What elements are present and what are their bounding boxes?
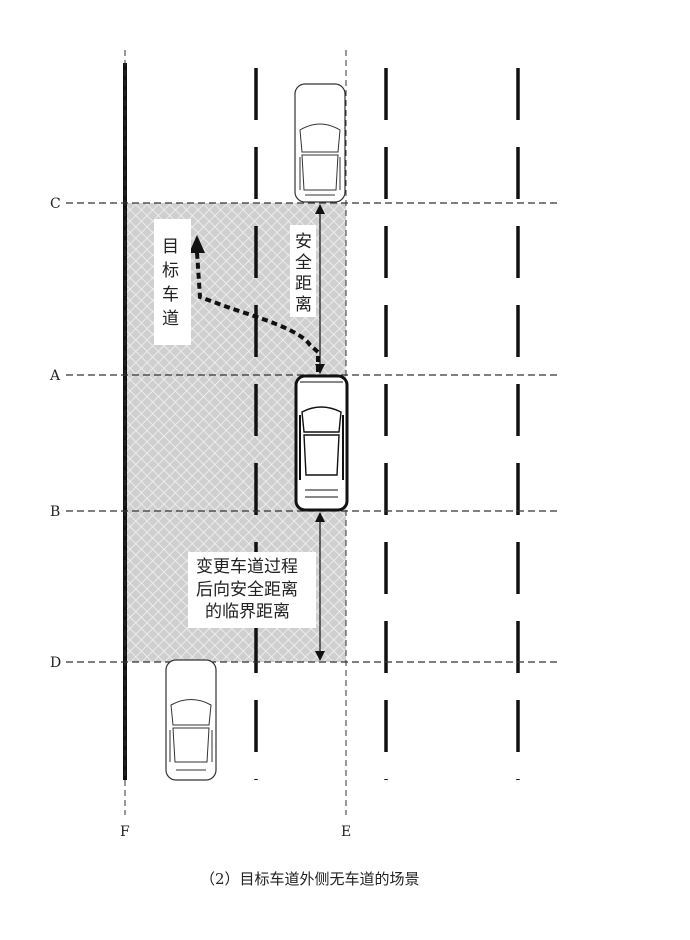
label-c: C: [50, 196, 61, 212]
label-b: B: [50, 504, 60, 520]
critical-distance-line-3: 的临界距离: [205, 602, 290, 622]
target-lane-box: [154, 219, 191, 345]
target-lane-char-2: 标: [162, 261, 179, 281]
critical-distance-line-1: 变更车道过程: [196, 557, 298, 577]
ego-car: [294, 374, 349, 512]
critical-distance-box: [188, 552, 316, 628]
safe-distance-box: [290, 225, 316, 317]
rear-car: [165, 659, 217, 781]
lane-change-arrowhead: [189, 235, 205, 253]
safe-distance-char-2: 全: [295, 253, 312, 273]
label-e: E: [341, 824, 351, 840]
label-d: D: [50, 655, 61, 671]
safe-distance-char-1: 安: [295, 232, 312, 252]
safe-distance-char-4: 离: [295, 295, 312, 315]
target-lane-char-4: 道: [162, 309, 179, 329]
target-lane-char-3: 车: [162, 285, 179, 305]
label-a: A: [49, 368, 61, 384]
target-lane-char-1: 目: [162, 237, 179, 257]
safe-distance-char-3: 距: [295, 274, 312, 294]
label-f: F: [120, 824, 130, 840]
lane-change-path: [195, 251, 320, 372]
front-car: [294, 83, 346, 203]
critical-distance-line-2: 后向安全距离: [196, 580, 298, 600]
caption: （2）目标车道外侧无车道的场景: [200, 870, 420, 888]
